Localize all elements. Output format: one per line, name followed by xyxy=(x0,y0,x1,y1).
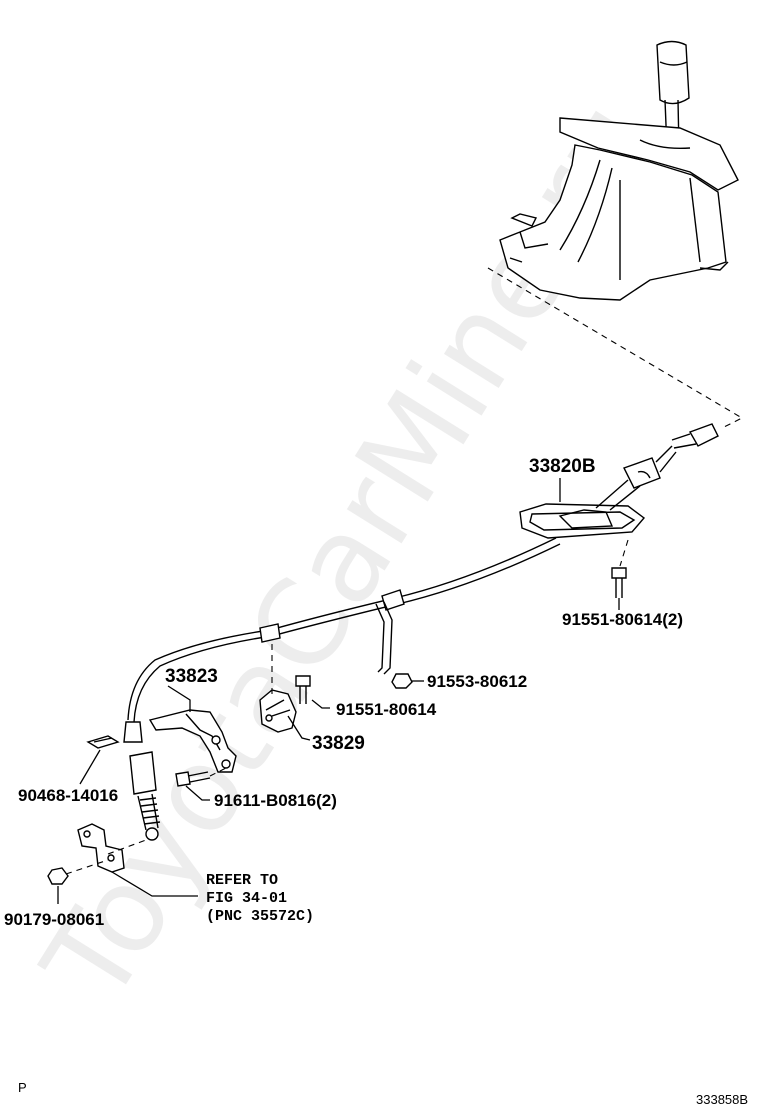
label-33829: 33829 xyxy=(312,733,365,754)
bracket-33823 xyxy=(148,709,237,773)
bolt-91551-80614 xyxy=(295,675,311,704)
shift-cable-assembly xyxy=(123,423,719,841)
clip-90468-14016 xyxy=(86,735,120,749)
cable-end-bracket xyxy=(77,823,125,873)
bolt-91551-80614-x2 xyxy=(611,567,627,598)
label-91553-80612: 91553-80612 xyxy=(427,672,527,691)
reference-line-2: FIG 34-01 xyxy=(206,890,287,907)
shift-console-assembly xyxy=(499,40,739,301)
bolt-91611-b0816-x2 xyxy=(175,771,211,787)
label-91551-80614-x2: 91551-80614(2) xyxy=(562,610,683,629)
label-33823: 33823 xyxy=(165,666,218,687)
console-to-cable-dashed-link xyxy=(487,267,744,429)
nut-91553-80612 xyxy=(391,673,413,689)
reference-line-3: (PNC 35572C) xyxy=(206,908,314,925)
label-91611-b0816-x2: 91611-B0816(2) xyxy=(214,791,337,810)
label-90468-14016: 90468-14016 xyxy=(18,786,118,805)
reference-note: REFER TO FIG 34-01 (PNC 35572C) xyxy=(206,872,314,925)
bracket-33829 xyxy=(259,689,297,733)
reference-line-1: REFER TO xyxy=(206,872,278,889)
plate-bolt-dashed xyxy=(619,539,629,567)
footer-left-code: P xyxy=(18,1080,27,1095)
label-33820b: 33820B xyxy=(529,456,596,477)
figure-code: 333858B xyxy=(696,1092,748,1107)
nut-90179-08061 xyxy=(47,867,69,885)
label-91551-80614: 91551-80614 xyxy=(336,700,437,719)
label-90179-08061: 90179-08061 xyxy=(4,910,104,929)
cable-grommet-plate xyxy=(519,503,646,539)
